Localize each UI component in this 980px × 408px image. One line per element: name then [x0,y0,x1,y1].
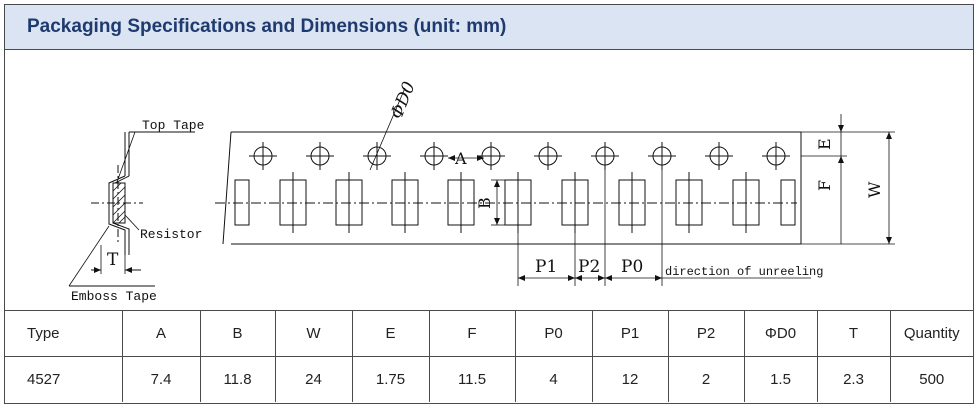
table-cell: 1.5 [743,356,818,402]
label-B: B [475,197,494,209]
carrier-tape [215,87,895,286]
table-cell: 2.3 [816,356,891,402]
label-resistor: Resistor [140,227,202,242]
label-D0: ΦD0 [387,79,420,122]
table-cell: 24 [274,356,353,402]
panel-header: Packaging Specifications and Dimensions … [5,5,973,50]
header-cell: E [351,310,430,357]
table-cell: 500 [889,356,973,402]
header-cell: Quantity [889,310,973,357]
table-cell: 4 [514,356,593,402]
table-cell: 4527 [5,356,123,402]
tape-drawing: Top Tape Resistor Emboss Tape T ΦD0 A B … [68,79,895,304]
spec-panel: Packaging Specifications and Dimensions … [4,4,974,404]
label-direction: direction of unreeling [665,265,823,279]
spec-table: Type A B W E F P0 P1 P2 ΦD0 T Quantity 4… [5,310,973,402]
label-W: W [865,181,884,198]
label-top-tape: Top Tape [142,118,204,133]
header-cell: P1 [591,310,669,357]
table-cell: 1.75 [351,356,430,402]
sprocket-holes [249,142,790,170]
table-cell: 12 [591,356,669,402]
header-cell: P0 [514,310,593,357]
table-cell: 2 [667,356,745,402]
header-cell: A [121,310,201,357]
component-pockets [234,172,796,233]
label-A: A [454,149,467,168]
table-row: 4527 7.4 11.8 24 1.75 11.5 4 12 2 1.5 2.… [5,356,973,402]
label-F: F [815,180,834,191]
table-cell: 11.8 [199,356,276,402]
header-cell: P2 [667,310,745,357]
label-P0: P0 [621,257,643,277]
table-cell: 7.4 [121,356,201,402]
header-cell: F [428,310,516,357]
header-cell: Type [5,310,123,357]
header-cell: T [816,310,891,357]
label-emboss-tape: Emboss Tape [71,289,157,304]
label-T: T [107,250,119,270]
label-E: E [815,138,834,150]
panel-title: Packaging Specifications and Dimensions … [27,16,507,37]
header-cell: B [199,310,276,357]
header-cell: W [274,310,353,357]
tape-cross-section [68,131,195,287]
header-cell: ΦD0 [743,310,818,357]
table-cell: 11.5 [428,356,516,402]
table-header-row: Type A B W E F P0 P1 P2 ΦD0 T Quantity [5,310,973,357]
label-P2: P2 [578,257,600,277]
label-P1: P1 [535,257,557,277]
